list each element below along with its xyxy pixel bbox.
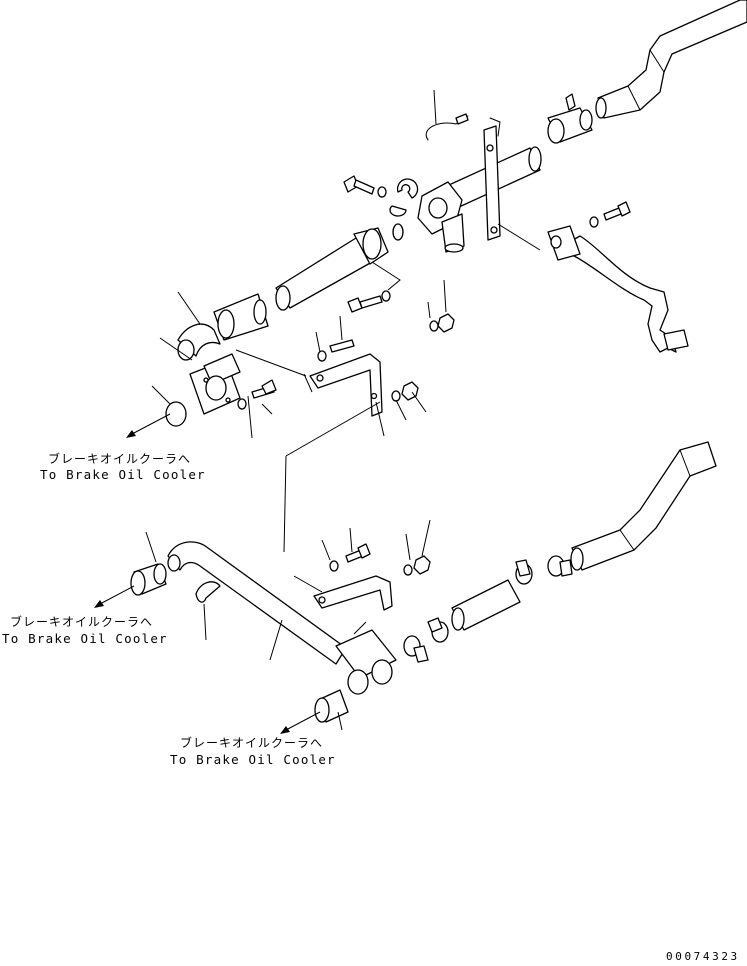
upper-flange-bolt	[343, 175, 419, 217]
lower-bolt	[329, 543, 431, 576]
upper-o-ring	[392, 223, 404, 241]
left-coupling-lower	[314, 689, 349, 723]
left-clamp	[213, 293, 269, 341]
left-bolt	[237, 379, 277, 410]
middle-right-nuts	[317, 313, 455, 402]
right-bent-pipe	[547, 225, 689, 353]
upper-assembly	[165, 0, 747, 427]
lower-right-hose	[570, 441, 717, 571]
lower-leaders	[145, 519, 431, 731]
upper-leaders	[151, 89, 541, 553]
sensor-plug	[455, 113, 469, 125]
pipe-clip	[195, 581, 221, 603]
leader-hose	[371, 261, 401, 291]
lower-right-clamps	[515, 555, 573, 585]
left-o-ring	[165, 401, 187, 427]
lower-middle-clamps	[403, 617, 449, 663]
callout-1-en: To Brake Oil Cooler	[40, 467, 206, 482]
lower-assembly	[130, 441, 717, 723]
upper-right-clamp	[547, 93, 593, 144]
callout-1: ブレーキオイルクーラへ To Brake Oil Cooler	[40, 451, 206, 482]
callout-2: ブレーキオイルクーラへ To Brake Oil Cooler	[2, 614, 168, 646]
lower-l-bracket	[313, 575, 393, 611]
drawing-number: 00074323	[666, 950, 740, 963]
upper-right-hose	[595, 0, 747, 119]
lower-middle-hose	[451, 579, 521, 631]
left-flange-housing	[189, 353, 241, 415]
callout-3: ブレーキオイルクーラへ To Brake Oil Cooler	[170, 735, 336, 767]
callout-3-jp: ブレーキオイルクーラへ	[180, 735, 323, 750]
tee-fitting	[417, 181, 465, 253]
lower-long-pipe	[167, 541, 397, 695]
sensor-wire	[425, 115, 469, 141]
middle-bolt	[347, 290, 391, 313]
callout-1-jp: ブレーキオイルクーラへ	[48, 451, 191, 466]
callout-3-en: To Brake Oil Cooler	[170, 752, 336, 767]
flow-arrows	[94, 413, 321, 734]
left-coupling-upper	[130, 563, 167, 596]
middle-hose	[275, 227, 389, 311]
callout-2-jp: ブレーキオイルクーラへ	[10, 614, 153, 629]
right-bolt	[589, 201, 631, 228]
callout-2-en: To Brake Oil Cooler	[2, 631, 168, 646]
middle-l-bracket	[309, 353, 383, 417]
upper-vertical-bracket	[483, 117, 501, 241]
